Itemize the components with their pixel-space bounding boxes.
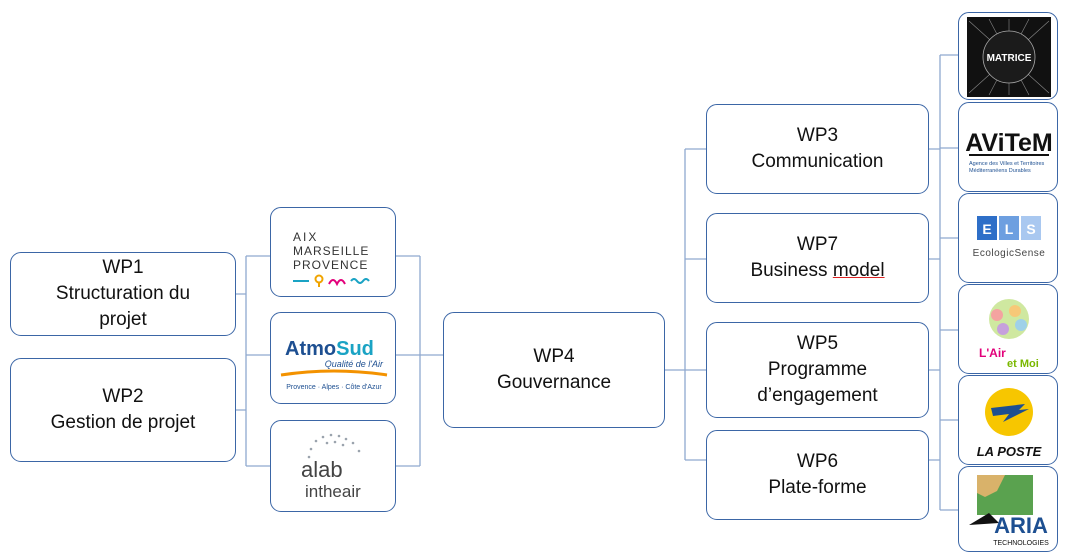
air-et-moi-line1: L'Air [979, 346, 1006, 360]
wp2-box[interactable]: WP2 Gestion de projet [10, 358, 236, 462]
matrice-logo: MATRICE [958, 12, 1058, 100]
atmosud-logo: AtmoSud Qualité de l'Air Provence · Alpe… [270, 312, 396, 404]
avitem-name: AViTeM [965, 129, 1053, 157]
matrice-name: MATRICE [987, 53, 1032, 64]
aix-marseille-provence-logo: AIX MARSEILLE PROVENCE [270, 207, 396, 297]
wp3-label: Communication [751, 151, 884, 172]
alab-logo-line1: alab [301, 457, 343, 482]
aria-technologies-logo: ARIA TECHNOLOGIES [958, 466, 1058, 552]
wp5-label-line1: Programme [767, 359, 868, 380]
wp7-label-b: model [832, 260, 885, 281]
la-poste-name: LA POSTE [977, 444, 1042, 459]
wp7-box[interactable]: WP7 Business model [706, 213, 929, 303]
avitem-logo: AViTeM Agence des Villes et Territoires … [958, 102, 1058, 192]
wp4-box[interactable]: WP4 Gouvernance [443, 312, 665, 428]
air-et-moi-line2: et Moi [1007, 358, 1039, 370]
atmosud-tagline: Qualité de l'Air [325, 359, 384, 369]
ecologicsense-logo: E L S EcologicSense [958, 193, 1058, 283]
alab-intheair-logo: alab intheair [270, 420, 396, 512]
avitem-sub1: Agence des Villes et Territoires [969, 161, 1045, 167]
wp5-label-line2: d’engagement [757, 385, 878, 406]
wp4-label: Gouvernance [496, 372, 612, 393]
alab-logo-line2: intheair [305, 482, 361, 501]
wp2-label: Gestion de projet [50, 412, 196, 433]
wp5-title: WP5 [796, 333, 839, 354]
la-poste-logo: LA POSTE [958, 375, 1058, 465]
aria-sub: TECHNOLOGIES [993, 540, 1049, 547]
wp2-title: WP2 [102, 386, 144, 407]
wp6-label: Plate-forme [768, 477, 867, 498]
wp1-label-line1: Structuration du [55, 283, 191, 304]
air-et-moi-logo: L'Air et Moi [958, 284, 1058, 374]
wp3-title: WP3 [796, 125, 839, 146]
avitem-sub2: Méditerranéens Durables [969, 168, 1031, 174]
ecologicsense-letter-3: S [1026, 221, 1035, 237]
ecologicsense-letter-1: E [982, 221, 991, 237]
wp7-title: WP7 [796, 234, 839, 255]
wp1-label-line2: projet [99, 309, 147, 330]
atmosud-name-a: Atmo [285, 338, 336, 360]
wp3-box[interactable]: WP3 Communication [706, 104, 929, 194]
atmosud-name-b: Sud [336, 338, 374, 360]
aix-logo-line1: AIX [293, 230, 318, 244]
wp5-box[interactable]: WP5 Programme d’engagement [706, 322, 929, 418]
svg-text:AtmoSud: AtmoSud [285, 338, 374, 360]
aria-name: ARIA [994, 513, 1048, 538]
atmosud-region: Provence · Alpes · Côte d'Azur [286, 384, 382, 391]
wp4-title: WP4 [533, 346, 575, 367]
ecologicsense-name: EcologicSense [973, 248, 1046, 259]
wp1-title: WP1 [102, 257, 144, 278]
wp6-title: WP6 [796, 451, 839, 472]
wp7-label-a: Business [750, 260, 833, 281]
aix-logo-line2: MARSEILLE [293, 244, 369, 258]
wp7-label: Business model [750, 258, 884, 284]
wp6-box[interactable]: WP6 Plate-forme [706, 430, 929, 520]
aix-logo-line3: PROVENCE [293, 258, 368, 272]
ecologicsense-letter-2: L [1005, 221, 1014, 237]
wp1-box[interactable]: WP1 Structuration du projet [10, 252, 236, 336]
